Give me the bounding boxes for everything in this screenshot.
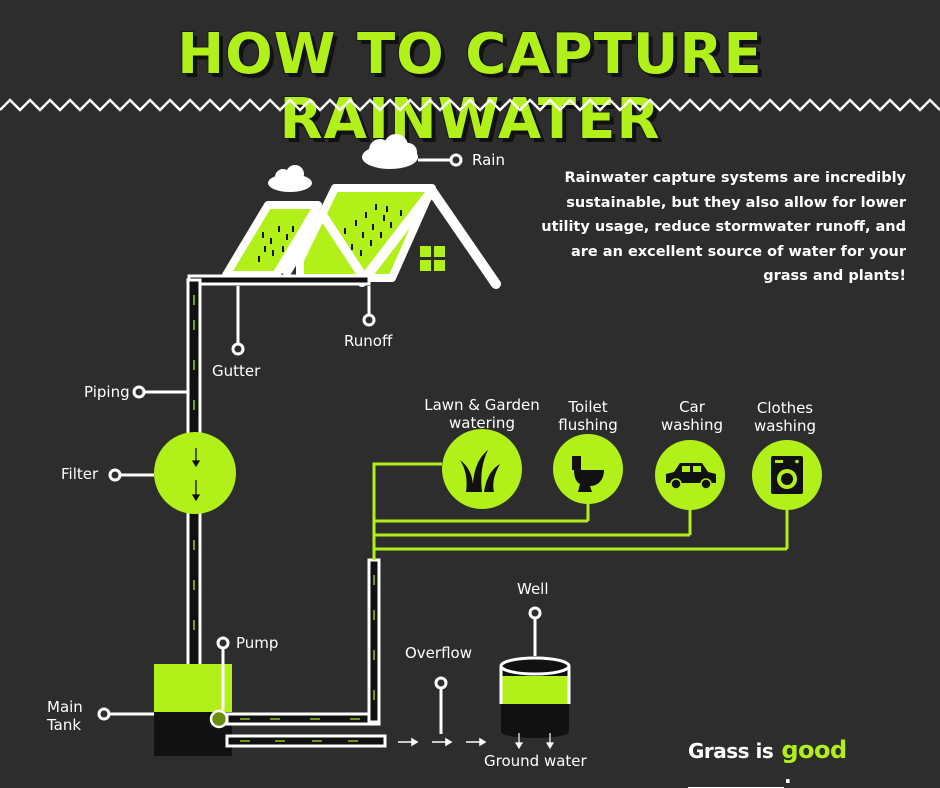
well-icon (499, 656, 571, 738)
main-tank-label-line1: Main (47, 698, 83, 716)
house-roof (222, 184, 501, 289)
cloud-icon (362, 134, 418, 169)
use-label-car: Car washing (652, 398, 732, 434)
pump-dot (209, 709, 229, 729)
runoff-label: Runoff (344, 332, 393, 350)
use-label-lawn-line2: watering (449, 414, 515, 432)
brand-prefix: Grass is (688, 739, 774, 763)
brand-accent: good (781, 736, 847, 764)
filter-circle (154, 432, 236, 514)
car-icon (655, 440, 725, 510)
piping-label: Piping (84, 383, 130, 401)
zigzag-divider (0, 98, 940, 112)
use-label-car-line1: Car (679, 398, 705, 416)
main-tank-label-line2: Tank (47, 716, 82, 734)
use-label-clothes-line2: washing (754, 417, 816, 435)
use-label-toilet: Toilet flushing (548, 398, 628, 434)
use-label-car-line2: washing (661, 416, 723, 434)
well-label: Well (517, 580, 549, 598)
brand-tagline: Grass is good. (688, 736, 940, 788)
brand-suffix: . (784, 764, 792, 788)
overflow-label: Overflow (405, 644, 472, 662)
pump-label: Pump (236, 634, 279, 652)
filter-label: Filter (61, 465, 99, 483)
use-label-lawn: Lawn & Garden watering (404, 396, 560, 432)
main-tank-label: Main Tank (47, 698, 83, 734)
use-label-lawn-line1: Lawn & Garden (424, 396, 540, 414)
washing-machine-icon (752, 440, 822, 510)
gutter-label: Gutter (212, 362, 261, 380)
rain-label: Rain (472, 151, 505, 169)
intro-paragraph: Rainwater capture systems are incredibly… (541, 170, 906, 284)
ground-water-label: Ground water (484, 752, 587, 770)
use-label-toilet-line2: flushing (558, 416, 618, 434)
toilet-icon (553, 434, 623, 504)
use-label-clothes-line1: Clothes (756, 399, 814, 417)
grass-icon (442, 429, 522, 509)
cloud-small-icon (268, 165, 312, 192)
use-label-toilet-line1: Toilet (568, 398, 608, 416)
use-label-clothes: Clothes washing (745, 399, 825, 435)
page-title: HOW TO CAPTURE RAINWATER (176, 21, 763, 153)
